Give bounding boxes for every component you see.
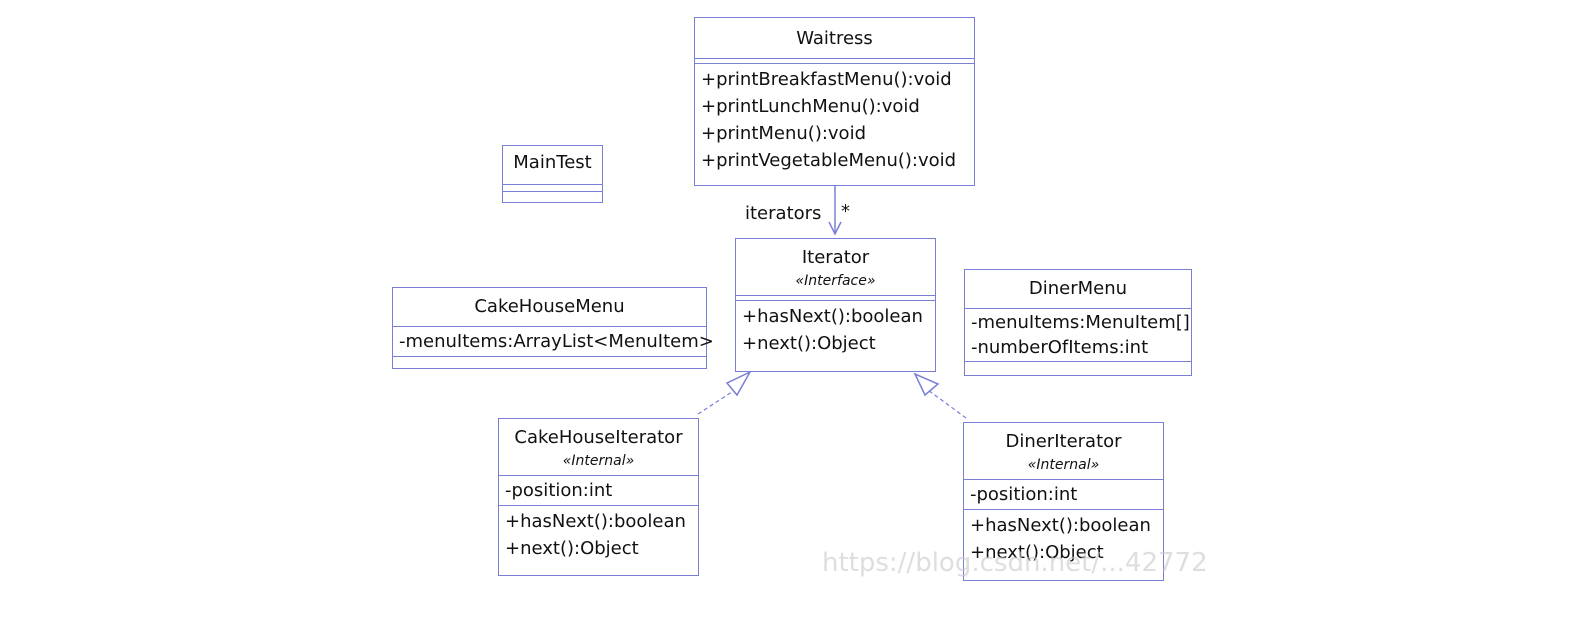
stereotype: «Internal» bbox=[562, 453, 635, 469]
association-arrowhead bbox=[828, 221, 842, 236]
attributes-section bbox=[503, 185, 602, 192]
class-name: DinerMenu bbox=[1028, 278, 1128, 299]
attributes-section: -position:int bbox=[499, 476, 698, 506]
attribute: -menuItems:ArrayList<MenuItem> bbox=[399, 331, 714, 352]
realization-line-cakehouse bbox=[697, 387, 739, 415]
methods-section: +hasNext():boolean +next():Object bbox=[499, 506, 698, 564]
methods-section bbox=[965, 362, 1191, 368]
stereotype: «Interface» bbox=[795, 273, 876, 289]
realization-arrowhead-cakehouse bbox=[725, 370, 752, 397]
method: +printMenu():void bbox=[701, 123, 866, 144]
realization-line-diner bbox=[927, 389, 967, 419]
methods-section: +printBreakfastMenu():void +printLunchMe… bbox=[695, 64, 974, 176]
class-name: CakeHouseIterator bbox=[514, 427, 683, 448]
methods-section: +hasNext():boolean +next():Object bbox=[964, 510, 1163, 568]
class-name-section: DinerIterator «Internal» bbox=[964, 423, 1163, 480]
class-name: Iterator bbox=[801, 247, 870, 268]
methods-section bbox=[393, 357, 706, 363]
watermark-text: https://blog.csdn.net/...42772 bbox=[822, 548, 1208, 578]
class-cakehouseiterator[interactable]: CakeHouseIterator «Internal» -position:i… bbox=[498, 418, 699, 576]
class-waitress[interactable]: Waitress +printBreakfastMenu():void +pri… bbox=[694, 17, 975, 186]
attributes-section bbox=[736, 296, 935, 301]
method: +next():Object bbox=[970, 542, 1104, 563]
attribute: -position:int bbox=[970, 484, 1078, 505]
method: +printBreakfastMenu():void bbox=[701, 69, 952, 90]
class-iterator[interactable]: Iterator «Interface» +hasNext():boolean … bbox=[735, 238, 936, 372]
method: +hasNext():boolean bbox=[970, 515, 1151, 536]
method: +next():Object bbox=[742, 333, 876, 354]
class-name-section: Waitress bbox=[695, 18, 974, 59]
attributes-section bbox=[695, 59, 974, 64]
attributes-section: -position:int bbox=[964, 480, 1163, 510]
method: +hasNext():boolean bbox=[505, 511, 686, 532]
methods-section bbox=[503, 192, 602, 198]
class-name-section: Iterator «Interface» bbox=[736, 239, 935, 296]
attributes-section: -menuItems:ArrayList<MenuItem> bbox=[393, 327, 714, 357]
method: +printLunchMenu():void bbox=[701, 96, 920, 117]
class-name-section: CakeHouseMenu bbox=[393, 288, 706, 327]
method: +next():Object bbox=[505, 538, 639, 559]
class-name: MainTest bbox=[513, 152, 592, 173]
class-dinermenu[interactable]: DinerMenu -menuItems:MenuItem[] -numberO… bbox=[964, 269, 1192, 376]
attributes-section: -menuItems:MenuItem[] -numberOfItems:int bbox=[965, 309, 1191, 362]
association-role-label: iterators bbox=[745, 203, 822, 224]
class-name-section: CakeHouseIterator «Internal» bbox=[499, 419, 698, 476]
attribute: -menuItems:MenuItem[] bbox=[971, 312, 1190, 333]
method: +hasNext():boolean bbox=[742, 306, 923, 327]
class-name: CakeHouseMenu bbox=[474, 296, 625, 317]
class-name: Waitress bbox=[796, 28, 873, 49]
stereotype: «Internal» bbox=[1027, 457, 1100, 473]
method: +printVegetableMenu():void bbox=[701, 150, 957, 171]
class-name-section: DinerMenu bbox=[965, 270, 1191, 309]
class-dineriterator[interactable]: DinerIterator «Internal» -position:int +… bbox=[963, 422, 1164, 581]
realization-arrowhead-diner bbox=[913, 372, 940, 397]
class-cakehousemenu[interactable]: CakeHouseMenu -menuItems:ArrayList<MenuI… bbox=[392, 287, 714, 369]
class-name: DinerIterator bbox=[1005, 431, 1122, 452]
attribute: -numberOfItems:int bbox=[971, 337, 1149, 358]
attribute: -position:int bbox=[505, 480, 613, 501]
class-maintest[interactable]: MainTest bbox=[502, 145, 603, 203]
class-name-section: MainTest bbox=[503, 146, 602, 185]
methods-section: +hasNext():boolean +next():Object bbox=[736, 301, 935, 359]
association-multiplicity-label: * bbox=[841, 201, 850, 222]
